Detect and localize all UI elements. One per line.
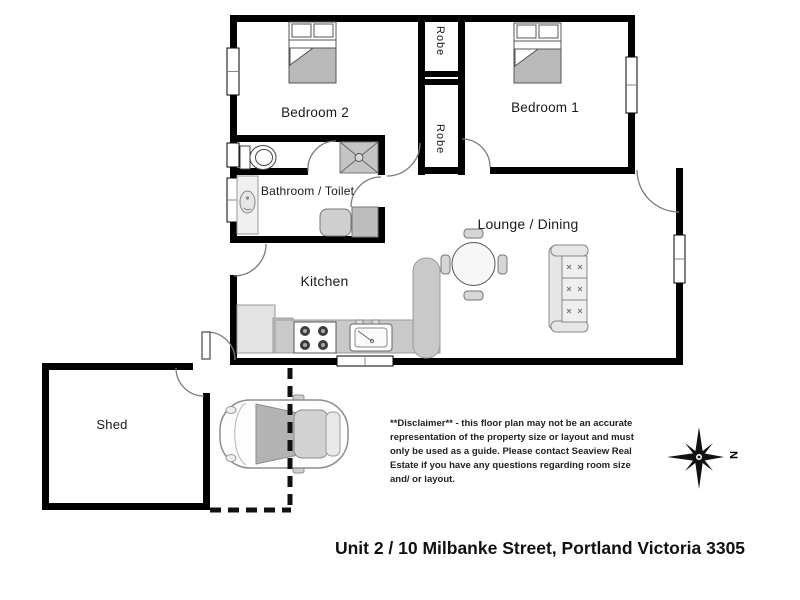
stove-cooktop — [293, 321, 337, 354]
disclaimer-line: representation of the property size or l… — [390, 432, 634, 443]
laundry-tub — [319, 206, 379, 238]
dining-chair — [463, 228, 484, 239]
disclaimer-line: only be used as a guide. Please contact … — [390, 446, 632, 457]
shower — [339, 141, 379, 174]
disclaimer-line: and/ or layout. — [390, 474, 455, 485]
door-back — [206, 331, 236, 361]
address-text: Unit 2 / 10 Milbanke Street, Portland Vi… — [334, 538, 746, 558]
room-label-lounge-dining: Lounge / Dining — [477, 216, 579, 232]
windows — [226, 47, 686, 367]
dining-chair — [440, 254, 451, 275]
peninsula-bench — [412, 257, 441, 359]
door-bedroom1 — [461, 138, 491, 168]
double-bed-bedroom2 — [288, 21, 337, 84]
car-illustration — [219, 394, 349, 474]
door-shed — [175, 367, 205, 397]
compass-north-label: N — [726, 451, 739, 459]
door-bedroom2 — [386, 142, 421, 177]
door-toilet-divider — [307, 140, 337, 172]
room-label-bedroom1: Bedroom 1 — [511, 100, 579, 115]
disclaimer-line: Estate if you have any questions regardi… — [390, 460, 631, 471]
room-label-kitchen: Kitchen — [300, 273, 349, 289]
toilet — [239, 145, 277, 170]
room-label-bedroom2: Bedroom 2 — [281, 105, 349, 120]
disclaimer-text: **Disclaimer** - this floor plan may not… — [390, 417, 642, 487]
door-arcs — [175, 138, 680, 397]
fridge-space — [236, 304, 276, 354]
door-side — [233, 243, 267, 277]
door-back-leaf — [201, 331, 211, 360]
room-label-shed: Shed — [96, 417, 128, 432]
window-toilet — [226, 142, 240, 168]
door-bathroom — [350, 176, 382, 208]
dining-chair — [497, 254, 508, 275]
carport-boundary-dashed — [210, 368, 293, 513]
disclaimer-line: **Disclaimer** - this floor plan may not… — [390, 418, 633, 429]
double-bed-bedroom1 — [513, 22, 562, 84]
room-label-bathroom: Bathroom / Toilet — [260, 184, 355, 198]
room-label-robe-upper: Robe — [434, 26, 446, 57]
dining-table — [440, 228, 508, 301]
kitchen-sink — [349, 319, 393, 352]
room-label-robe-lower: Robe — [434, 124, 446, 155]
compass-icon — [667, 427, 724, 489]
dining-chair — [463, 290, 484, 301]
walls — [42, 15, 683, 510]
sofa — [548, 244, 589, 333]
vanity-basin — [236, 175, 259, 235]
door-entry — [636, 169, 680, 213]
